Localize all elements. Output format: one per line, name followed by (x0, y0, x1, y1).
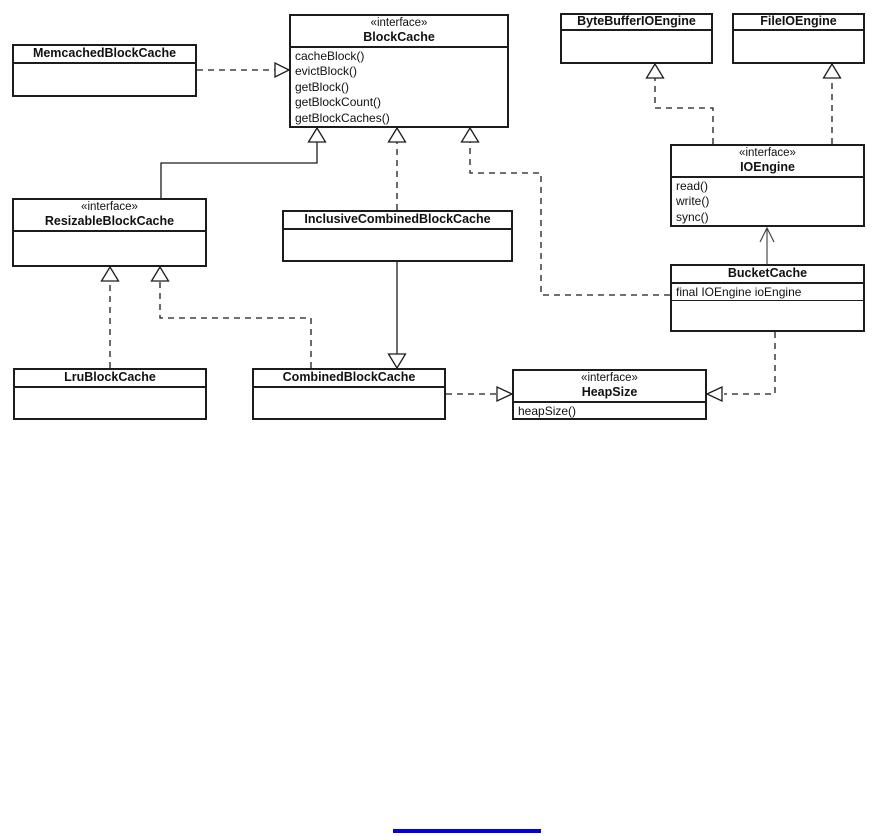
class-title: «interface» IOEngine (672, 146, 863, 178)
empty-compartment (672, 301, 863, 330)
empty-compartment (254, 388, 444, 418)
member-line: evictBlock() (295, 64, 358, 79)
class-name: ByteBufferIOEngine (577, 14, 696, 28)
class-resizableblockcache: «interface» ResizableBlockCache (12, 198, 207, 267)
empty-compartment (15, 388, 205, 418)
member-line: heapSize() (518, 404, 577, 418)
member-line: read() (676, 179, 709, 193)
arrow-bucketcache-heapsize (705, 385, 723, 403)
stereotype-label: «interface» (581, 371, 638, 384)
class-title: LruBlockCache (15, 370, 205, 388)
class-name: FileIOEngine (760, 14, 837, 28)
stereotype-label: «interface» (370, 16, 428, 29)
class-title: «interface» ResizableBlockCache (14, 200, 205, 232)
class-inclusivecombinedblockcache: InclusiveCombinedBlockCache (282, 210, 513, 262)
class-title: FileIOEngine (734, 14, 863, 31)
stereotype-label: «interface» (81, 200, 138, 213)
class-memcachedblockcache: MemcachedBlockCache (12, 44, 197, 97)
edge-ioengine-bytebufferioengine (654, 78, 714, 144)
empty-compartment (734, 31, 863, 62)
methods-compartment: read()write()sync() (672, 178, 863, 225)
class-title: MemcachedBlockCache (14, 46, 195, 64)
member-line: sync() (676, 209, 709, 224)
class-name: BucketCache (727, 266, 808, 280)
class-combinedblockcache: CombinedBlockCache (252, 368, 446, 420)
class-ioengine: «interface» IOEngine read()write()sync() (670, 144, 865, 227)
empty-compartment (14, 64, 195, 95)
class-name: CombinedBlockCache (282, 370, 416, 384)
class-title: BucketCache (672, 266, 863, 284)
empty-compartment (14, 232, 205, 265)
class-name: MemcachedBlockCache (32, 46, 177, 60)
arrow-memcachedblockcache-blockcache (274, 61, 291, 79)
class-name: IOEngine (740, 159, 795, 174)
class-bucketcache: BucketCache final IOEngine ioEngine (670, 264, 865, 332)
class-heapsize: «interface» HeapSize heapSize() (512, 369, 707, 420)
arrow-bucketcache-ioengine (759, 226, 775, 243)
class-name: InclusiveCombinedBlockCache (304, 212, 491, 226)
class-name: HeapSize (581, 384, 638, 399)
class-title: «interface» BlockCache (291, 16, 507, 48)
member-line: write() (676, 194, 710, 209)
class-title: CombinedBlockCache (254, 370, 444, 388)
class-bytebufferioengine: ByteBufferIOEngine (560, 13, 713, 64)
arrow-combinedblockcache-resizableblockcache (150, 265, 170, 282)
member-line: getBlockCount() (295, 95, 382, 110)
member-line: getBlockCaches() (295, 110, 390, 125)
methods-compartment: heapSize() (514, 403, 705, 419)
arrow-inclusivecombined-combinedblockcache (387, 353, 407, 370)
edge-bucketcache-heapsize (724, 332, 776, 395)
arrow-ioengine-fileioengine (822, 62, 842, 79)
class-name: LruBlockCache (64, 370, 156, 384)
arrow-bucketcache-blockcache (460, 126, 480, 143)
edge-combinedblockcache-resizableblockcache (159, 281, 312, 368)
class-title: ByteBufferIOEngine (562, 14, 711, 31)
class-name: ResizableBlockCache (44, 213, 175, 228)
class-name: BlockCache (363, 29, 435, 44)
class-fileioengine: FileIOEngine (732, 13, 865, 64)
member-line: cacheBlock() (295, 49, 365, 63)
arrow-ioengine-bytebufferioengine (645, 62, 665, 79)
member-line: final IOEngine ioEngine (676, 285, 802, 299)
arrow-inclusivecombined-blockcache (387, 126, 407, 143)
arrow-lrublockcache-resizableblockcache (100, 265, 120, 282)
empty-compartment (562, 31, 711, 62)
stereotype-label: «interface» (739, 146, 796, 159)
class-lrublockcache: LruBlockCache (13, 368, 207, 420)
member-line: getBlock() (295, 79, 350, 94)
attributes-compartment: final IOEngine ioEngine (672, 284, 863, 302)
methods-compartment: cacheBlock()evictBlock()getBlock()getBlo… (291, 48, 507, 126)
empty-compartment (284, 230, 511, 260)
class-blockcache: «interface» BlockCache cacheBlock()evict… (289, 14, 509, 128)
arrow-combinedblockcache-heapsize (496, 385, 514, 403)
class-title: InclusiveCombinedBlockCache (284, 212, 511, 230)
class-title: «interface» HeapSize (514, 371, 705, 403)
link-underline-bar[interactable] (393, 829, 541, 833)
edge-resizableblockcache-blockcache (160, 142, 318, 198)
arrow-resizableblockcache-blockcache (307, 126, 327, 143)
